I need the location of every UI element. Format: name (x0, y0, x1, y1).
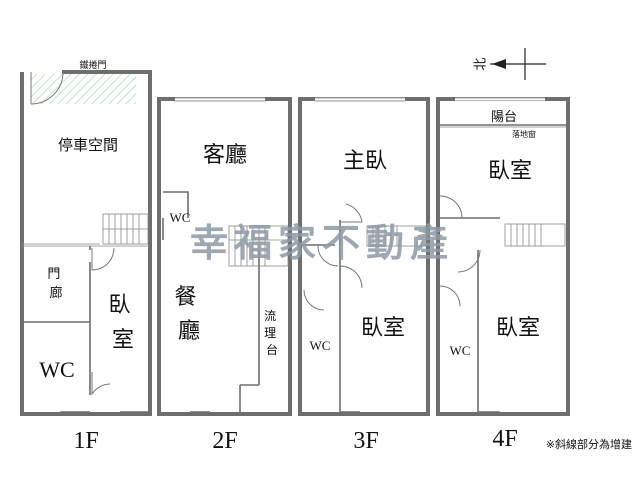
sink-label: 流 理 台 (264, 309, 280, 357)
window-label: 落地窗 (512, 129, 536, 139)
floor-label-3f: 3F (353, 428, 378, 454)
floor-1f: 鐵捲門 停車空間 門 廊 臥 室 WC 1F (20, 59, 152, 454)
bedroom-label-1f-line2: 室 (112, 328, 134, 353)
stairs-3f (366, 225, 427, 247)
wc-label-2f: WC (170, 210, 191, 225)
dining-label: 餐 廳 (174, 285, 203, 344)
gate-door-swing (30, 71, 64, 105)
compass: 北 (474, 48, 546, 80)
master-bedroom-label: 主臥 (343, 149, 387, 174)
wc-label-3f: WC (310, 338, 331, 353)
bedroom-label-3f: 臥室 (361, 316, 405, 341)
floor-3f: 主臥 臥室 WC 3F (298, 97, 430, 454)
bedroom-label-1f: 臥 室 (108, 293, 137, 353)
porch-label: 門 廊 (47, 267, 64, 301)
floor-2f: 客廳 WC 餐 廳 流 理 台 2F (157, 97, 292, 454)
floor-label-1f: 1F (73, 428, 98, 454)
balcony-label: 陽台 (491, 110, 517, 125)
watermark: 幸福家不動產 (190, 221, 454, 265)
addition-note: ※斜線部分為增建 (546, 437, 632, 451)
wc-label-1f: WC (39, 357, 74, 382)
floor-label-4f: 4F (492, 426, 517, 452)
compass-north-label: 北 (474, 57, 489, 70)
floor-4f: 陽台 落地窗 臥室 臥室 WC 4F (436, 97, 570, 452)
outer-wall-4f (436, 97, 570, 416)
sink-label-line1: 流 (264, 309, 276, 323)
sink-label-line3: 台 (266, 342, 278, 357)
stairs-1f (102, 213, 149, 245)
dining-label-line1: 餐 (174, 285, 196, 310)
dining-label-line2: 廳 (178, 319, 200, 344)
bedroom-label-1f-line1: 臥 (108, 293, 130, 318)
outer-wall-1f (20, 70, 152, 416)
wc-label-4f: WC (450, 343, 471, 358)
parking-label: 停車空間 (58, 136, 118, 154)
sink-label-line2: 理 (264, 326, 276, 340)
porch-label-line1: 門 (47, 267, 60, 282)
bedroom-label-4f: 臥室 (496, 316, 540, 341)
gate-label: 鐵捲門 (79, 59, 106, 71)
compass-arrow-icon (492, 59, 506, 69)
porch-label-line2: 廊 (49, 285, 62, 301)
living-label: 客廳 (203, 143, 247, 168)
floor-label-2f: 2F (212, 428, 237, 454)
bedroom-top-label-4f: 臥室 (488, 159, 532, 184)
